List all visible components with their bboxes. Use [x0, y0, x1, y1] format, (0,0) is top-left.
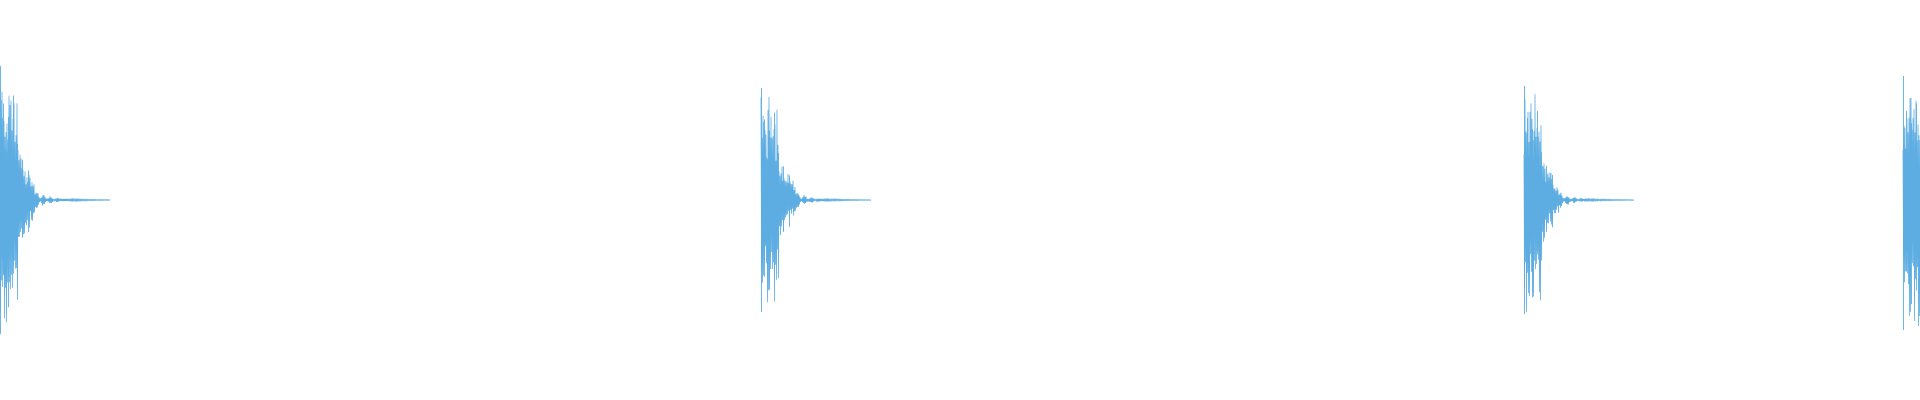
attack-body — [761, 149, 779, 251]
attack-body — [1903, 144, 1920, 259]
drum-hit-1 — [0, 66, 111, 334]
drum-hit-2 — [760, 88, 872, 312]
drum-hit-4 — [1902, 76, 1920, 330]
attack-body — [1524, 148, 1542, 252]
attack-body — [0, 139, 18, 261]
drum-hit-3 — [1523, 86, 1635, 314]
